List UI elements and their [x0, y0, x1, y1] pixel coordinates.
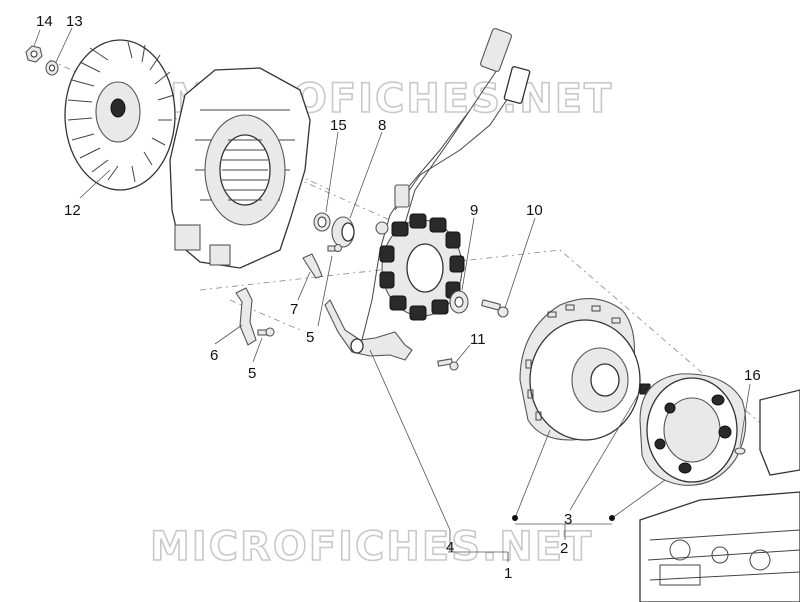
crankcase-icon [169, 67, 311, 269]
callout-6: 6 [210, 347, 218, 364]
screw-11-icon [437, 358, 459, 371]
callout-9: 9 [470, 202, 478, 219]
callout-1: 1 [504, 565, 512, 582]
callout-16: 16 [744, 367, 761, 384]
clip-icon [302, 253, 323, 279]
callout-4: 4 [446, 539, 454, 556]
pickup-sensor-icon [324, 299, 413, 361]
callout-2: 2 [560, 540, 568, 557]
leader-lines [33, 27, 751, 562]
callout-14: 14 [36, 13, 53, 30]
screw-10-icon [481, 299, 509, 318]
junction-dot-gear [609, 515, 615, 521]
stator-icon [379, 213, 465, 321]
flywheel-fan-icon [64, 39, 176, 191]
callout-7: 7 [290, 301, 298, 318]
callout-3: 3 [564, 511, 572, 528]
oil-seal-icon [313, 212, 331, 232]
callout-5a: 5 [306, 329, 314, 346]
washer-icon [45, 60, 59, 76]
rotor-icon [519, 298, 641, 441]
callout-15: 15 [330, 117, 347, 134]
wiring-harness-icon [361, 28, 531, 341]
axis-line-rotor [199, 249, 781, 441]
callout-8: 8 [378, 117, 386, 134]
pin-icon [734, 447, 746, 455]
callout-10: 10 [526, 202, 543, 219]
bracket-icon [235, 287, 257, 346]
bush-icon [331, 216, 355, 248]
callout-13: 13 [66, 13, 83, 30]
callout-12: 12 [64, 202, 81, 219]
stator-washer-icon [449, 290, 469, 314]
cylinder-head-icon [639, 389, 800, 602]
starter-gear-icon [639, 373, 747, 486]
nut-icon [25, 45, 43, 63]
watermark-bottom: MICROFICHES.NET [150, 524, 593, 570]
junction-dot-rotor [512, 515, 518, 521]
callout-5b: 5 [248, 365, 256, 382]
screw-5b-icon [257, 327, 275, 337]
callout-11: 11 [470, 331, 486, 348]
screw-5a-icon [327, 243, 343, 253]
